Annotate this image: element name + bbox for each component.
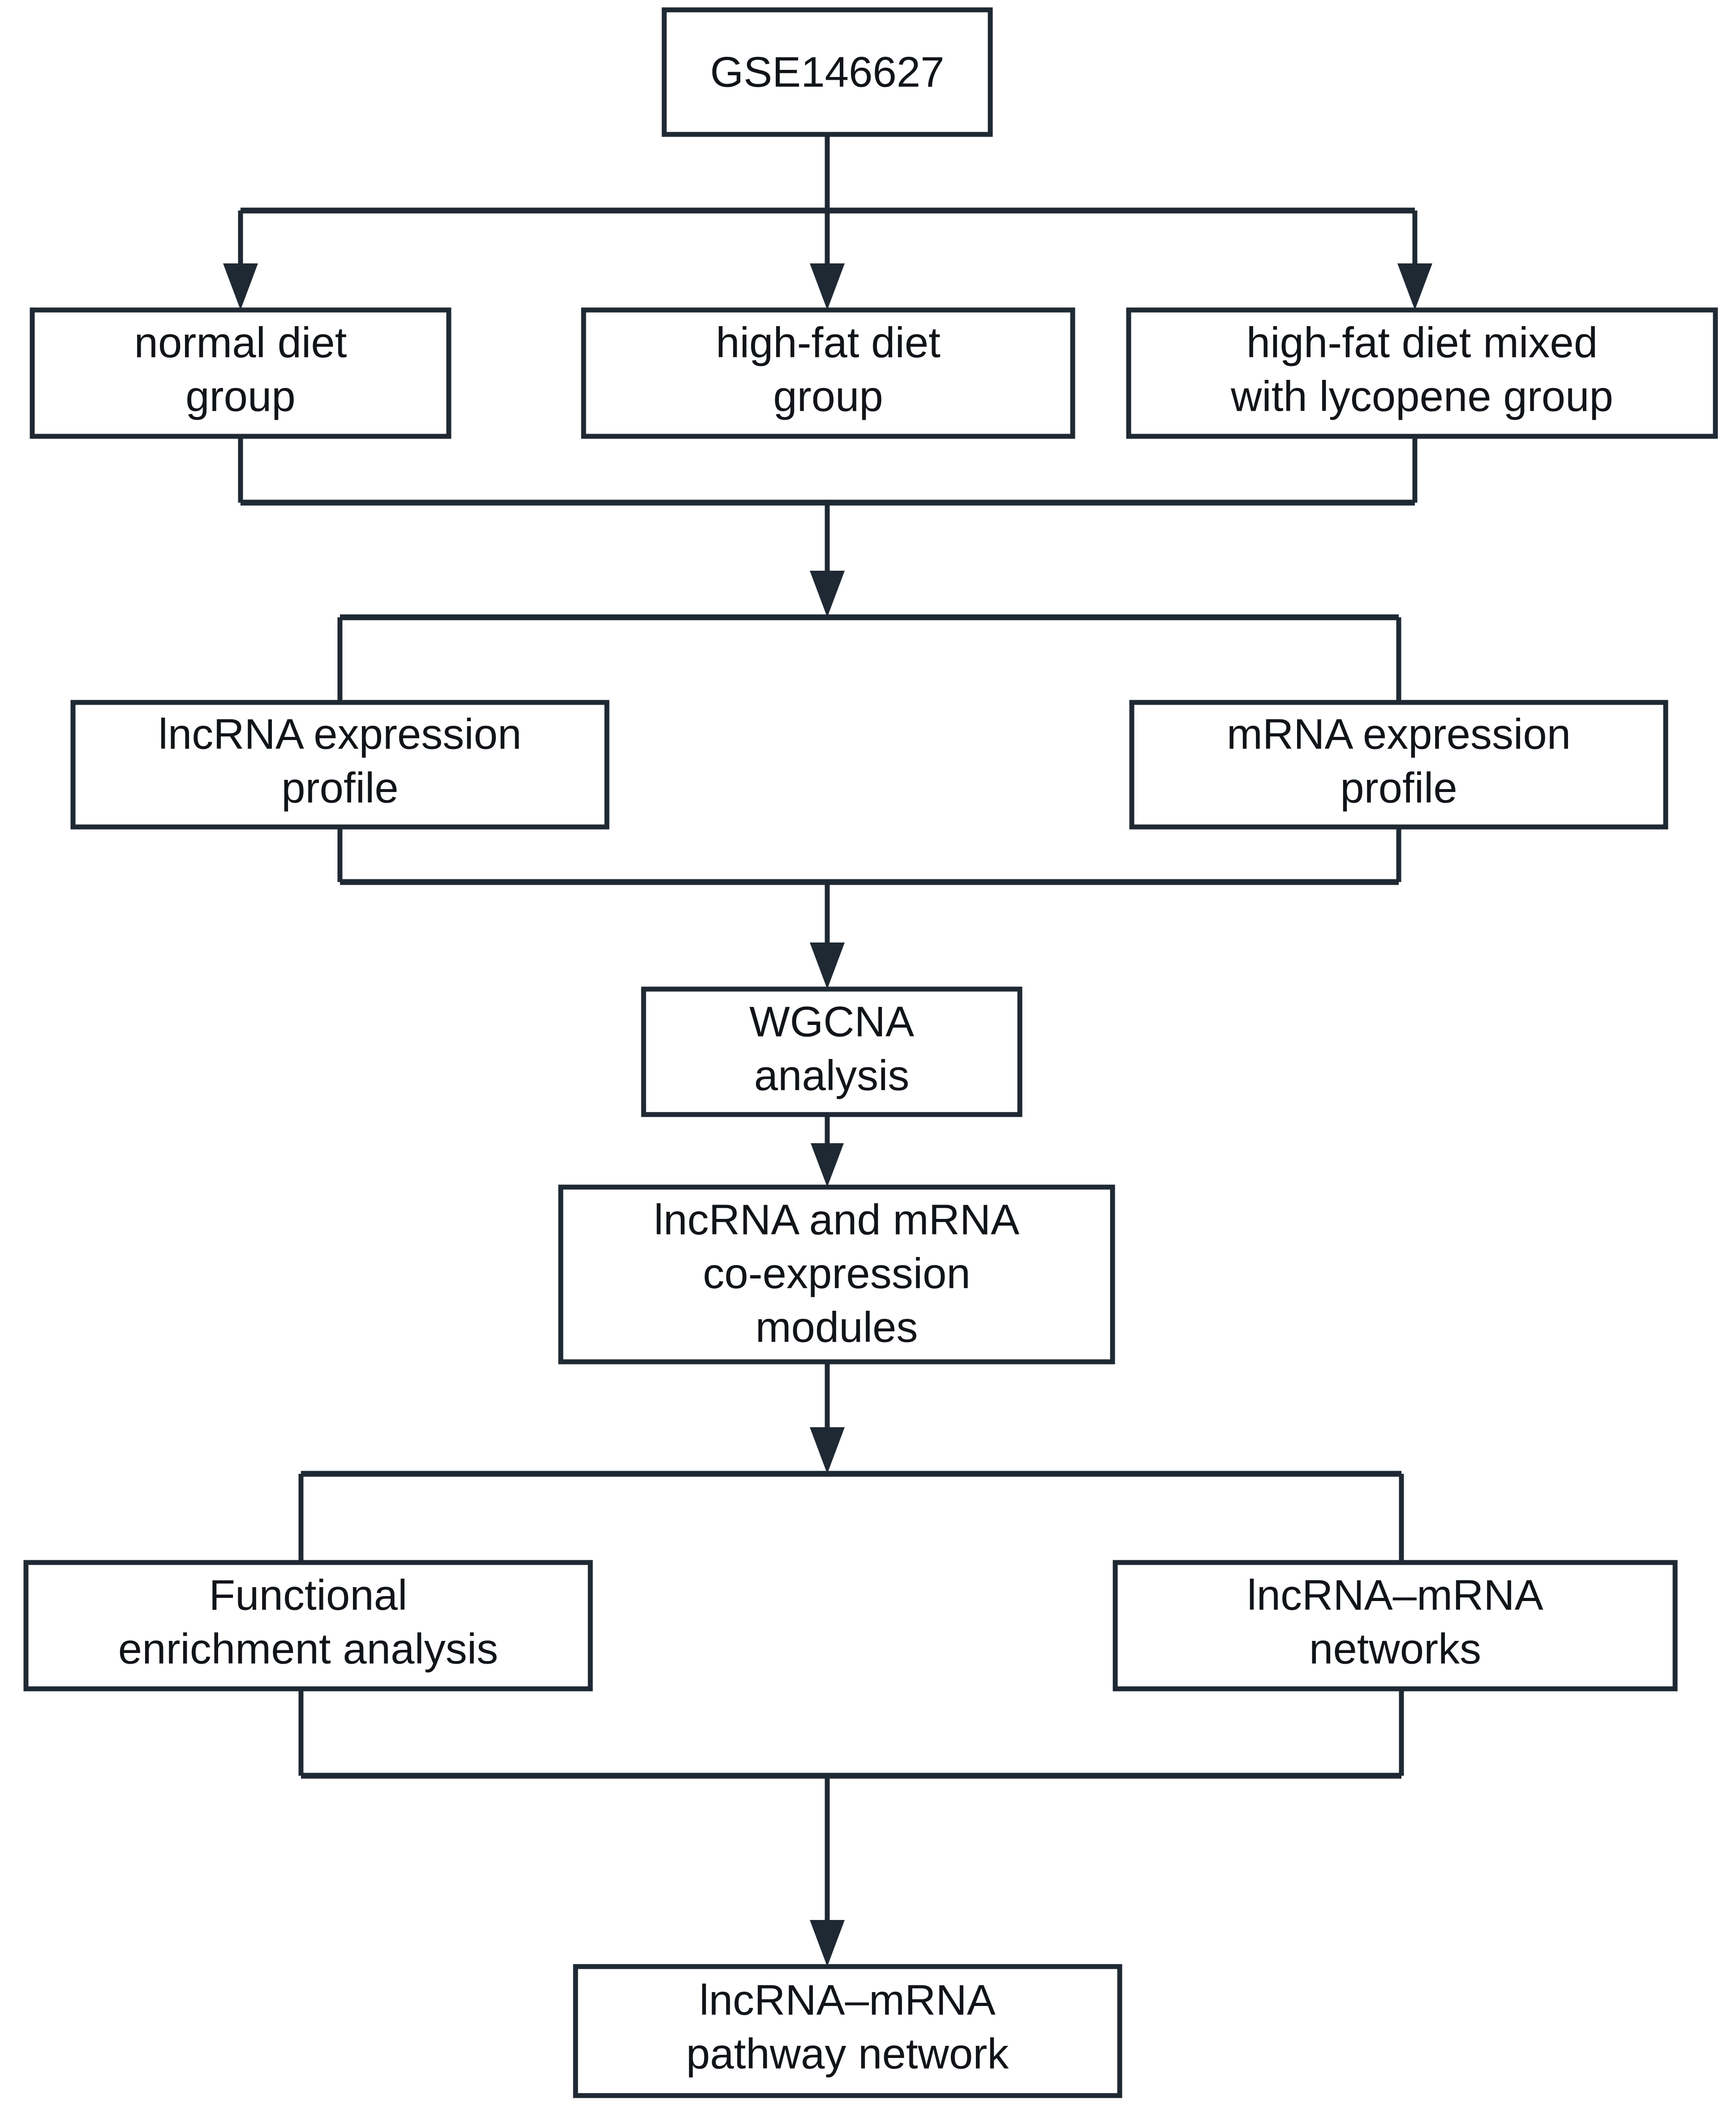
node-label-line-2: analysis (754, 1051, 910, 1099)
node-label-line-2: profile (281, 764, 398, 812)
arrow-head-icon (810, 1427, 845, 1474)
node-label-line-1: high-fat diet (716, 319, 941, 366)
node-box (573, 1964, 1122, 2098)
node-label-line-1: Functional (209, 1571, 408, 1619)
node-label-line-2: co-expression (703, 1249, 971, 1297)
node-label-line-2: with lycopene group (1230, 372, 1613, 420)
node-label-line-1: mRNA expression (1227, 710, 1571, 758)
node-label-line-2: group (773, 372, 883, 420)
node-mrna-profile[interactable]: mRNA expression profile (1129, 700, 1668, 830)
edge-dataset-to-groups (223, 134, 1432, 310)
node-label-line-2: group (185, 372, 296, 420)
node-label-line-1: normal diet (134, 319, 347, 366)
edge-wgcna-to-modules (811, 1115, 844, 1187)
node-label-line-2: profile (1340, 764, 1457, 812)
edge-groups-to-profiles (238, 436, 1418, 617)
node-box (641, 986, 1023, 1117)
node-functional-enrichment[interactable]: Functional enrichment analysis (23, 1560, 593, 1692)
edge-profiles-to-wgcna (337, 827, 1401, 989)
node-lncrna-mrna-networks[interactable]: lncRNA–mRNA networks (1113, 1560, 1678, 1692)
node-pathway-network[interactable]: lncRNA–mRNA pathway network (573, 1964, 1122, 2098)
node-label-line-2: enrichment analysis (118, 1625, 498, 1673)
node-box (1129, 700, 1668, 830)
node-label-line-1: lncRNA–mRNA (1247, 1571, 1543, 1619)
node-box (1126, 307, 1718, 439)
node-label-line-3: modules (756, 1303, 918, 1351)
edges-layer (223, 134, 1432, 1967)
node-label-line-1: lncRNA–mRNA (699, 1976, 995, 2024)
node-label-line-1: WGCNA (749, 998, 914, 1046)
edge-split-to-profiles (337, 614, 1401, 702)
node-label: GSE146627 (710, 48, 944, 96)
arrow-head-icon (810, 263, 845, 310)
node-box (1113, 1560, 1678, 1692)
node-box (70, 700, 610, 830)
arrow-head-icon (810, 1920, 845, 1967)
edge-branches-to-pathway (298, 1689, 1404, 1967)
node-label-line-1: lncRNA expression (158, 710, 521, 758)
node-box (581, 307, 1075, 439)
node-wgcna[interactable]: WGCNA analysis (641, 986, 1023, 1117)
arrow-head-icon (223, 263, 258, 310)
arrow-head-icon (811, 1143, 844, 1187)
node-box (30, 307, 451, 439)
node-box (23, 1560, 593, 1692)
node-dataset[interactable]: GSE146627 (662, 7, 993, 137)
edge-modules-to-branches (298, 1362, 1404, 1562)
node-lncrna-profile[interactable]: lncRNA expression profile (70, 700, 610, 830)
arrow-head-icon (810, 571, 845, 617)
node-co-expression-modules[interactable]: lncRNA and mRNA co-expression modules (558, 1184, 1115, 1364)
node-box (662, 7, 993, 137)
node-high-fat-diet[interactable]: high-fat diet group (581, 307, 1075, 439)
node-high-fat-lycopene[interactable]: high-fat diet mixed with lycopene group (1126, 307, 1718, 439)
node-normal-diet[interactable]: normal diet group (30, 307, 451, 439)
node-label-line-2: pathway network (686, 2030, 1009, 2078)
node-label-line-1: lncRNA and mRNA (654, 1196, 1019, 1244)
node-label-line-1: high-fat diet mixed (1246, 319, 1598, 366)
arrow-head-icon (1397, 263, 1432, 310)
node-box (558, 1184, 1115, 1364)
arrow-head-icon (810, 943, 845, 989)
node-label-line-2: networks (1309, 1625, 1481, 1673)
